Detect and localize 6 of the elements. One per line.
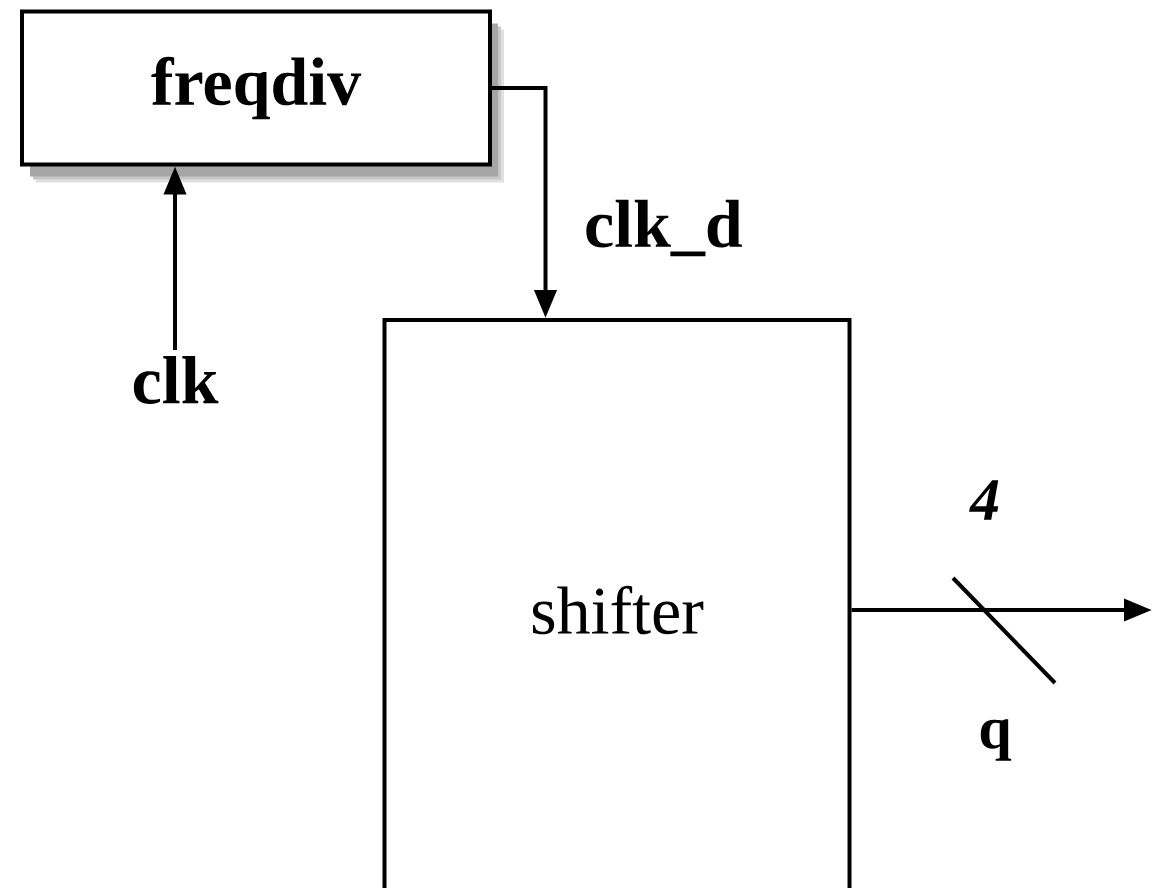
signal-label: 4 <box>969 480 999 520</box>
signal-name: clk <box>133 356 219 404</box>
block-box: shifter <box>382 318 852 888</box>
block-box: freqdiv <box>20 9 504 183</box>
signal-label: q <box>980 719 1012 761</box>
edge-label: clk_d <box>582 197 745 259</box>
